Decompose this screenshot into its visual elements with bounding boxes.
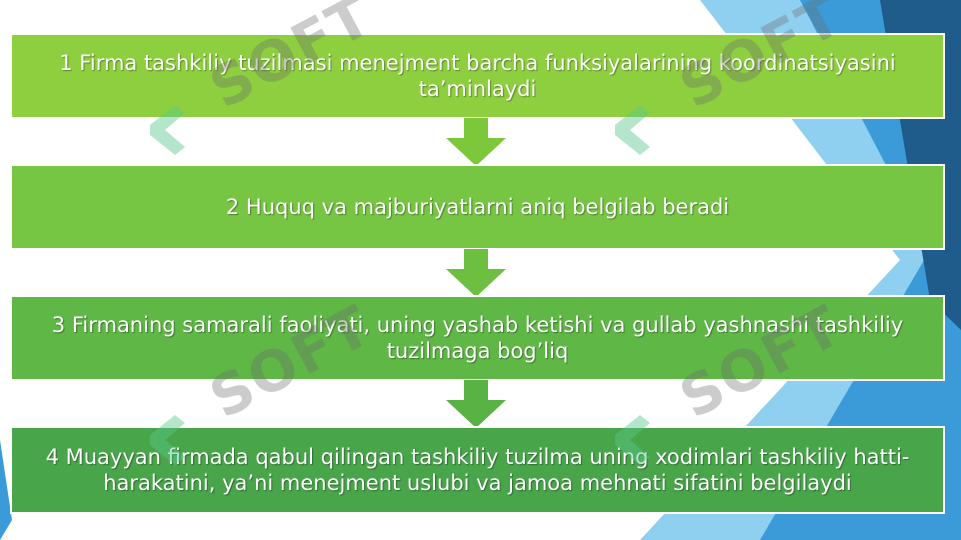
down-arrow-icon	[446, 380, 506, 428]
step-text-2: 2 Huquq va majburiyatlarni aniq belgilab…	[225, 195, 730, 219]
watermark-logo-icon	[615, 105, 650, 155]
watermark-logo-icon	[615, 415, 650, 465]
step-box-2: 2 Huquq va majburiyatlarni aniq belgilab…	[10, 164, 945, 250]
step-text-3: 3 Firmaning samarali faoliyati, uning ya…	[51, 313, 904, 363]
step-text-4: 4 Muayyan firmada qabul qilingan tashkil…	[45, 445, 910, 495]
watermark-logo-icon	[150, 105, 185, 155]
watermark-logo-icon	[150, 415, 185, 465]
step-box-4: 4 Muayyan firmada qabul qilingan tashkil…	[10, 426, 945, 514]
blue-left-sliver	[0, 440, 12, 540]
step-box-1: 1 Firma tashkiliy tuzilmasi menejment ba…	[10, 33, 945, 119]
down-arrow-icon	[446, 118, 506, 166]
down-arrow-icon	[446, 249, 506, 297]
step-text-1: 1 Firma tashkiliy tuzilmasi menejment ba…	[59, 51, 896, 101]
